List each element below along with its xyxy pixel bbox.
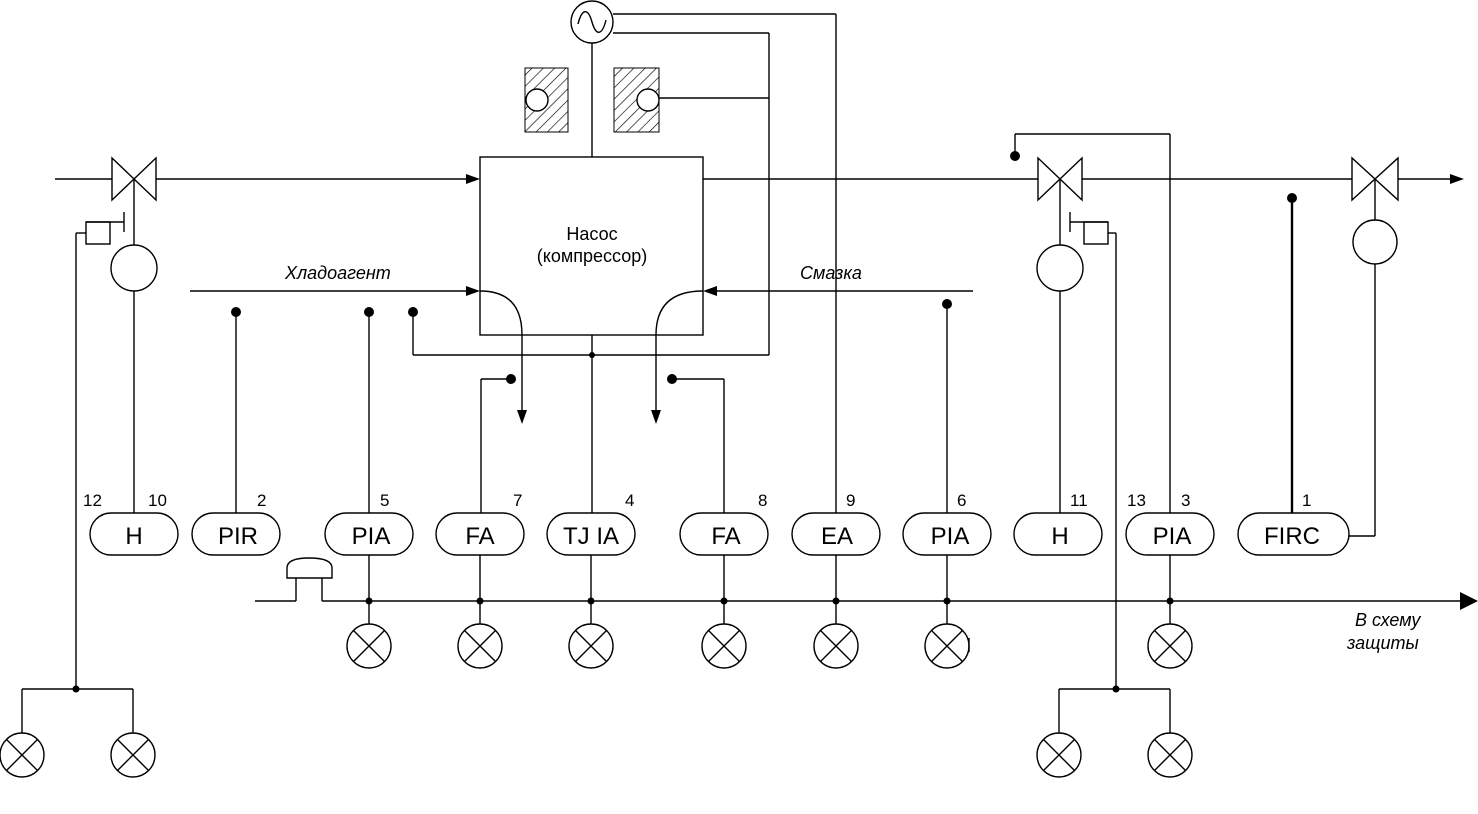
instrument-number: 11 [1070, 491, 1088, 510]
instrument-number: 9 [846, 491, 855, 510]
lamp-icon [813, 623, 859, 669]
output-label: В схему [1355, 610, 1421, 630]
instrument-number: 13 [1127, 491, 1146, 510]
sensor-lines [231, 299, 952, 513]
instrument-number: 3 [1181, 491, 1190, 510]
instrument-h-11: H 11 [1013, 491, 1103, 556]
instrument-number: 1 [1302, 491, 1311, 510]
output-sublabel: защиты [1346, 633, 1419, 653]
instrument-code: PIA [931, 523, 970, 550]
bearing-left [524, 67, 569, 133]
instrument-number: 7 [513, 491, 522, 510]
instrument-code: H [125, 523, 142, 550]
instrument-code: PIA [1153, 523, 1192, 550]
lamp-icon [701, 623, 747, 669]
instrument-number: 2 [257, 491, 266, 510]
lubricant-label: Смазка [800, 263, 862, 283]
control-valve-middle [1010, 133, 1171, 689]
lamp-row [346, 623, 1193, 669]
alarm-bus: В схему защиты [255, 555, 1478, 653]
instrument-code: FA [711, 523, 740, 550]
instrument-code: TJ IA [563, 523, 619, 550]
instrument-number: 6 [957, 491, 966, 510]
instrument-number: 12 [83, 491, 102, 510]
instrument-code: PIA [352, 523, 391, 550]
lubricant-line: Смазка [651, 263, 973, 424]
lamp-icon [346, 623, 392, 669]
instrument-fa-7: FA 7 [435, 491, 525, 556]
instrument-code: PIR [218, 523, 258, 550]
lamp-icon [110, 732, 156, 778]
pump-sublabel: (компрессор) [537, 246, 647, 266]
instrument-number: 4 [625, 491, 634, 510]
lamp-icon [1147, 623, 1193, 669]
pump-label: Насос [566, 224, 617, 244]
instrument-pia-13-3: PIA 13 3 [1125, 491, 1215, 556]
lamp-icon [0, 732, 45, 778]
instrument-code: EA [821, 523, 853, 550]
lamp-icon [1036, 732, 1082, 778]
main-pipeline [55, 174, 1464, 184]
lamp-icon [924, 623, 970, 669]
lamp-icon [457, 623, 503, 669]
lamp-icon [568, 623, 614, 669]
bearing-right [613, 67, 769, 133]
instrument-number: 8 [758, 491, 767, 510]
lamp-branch-left [0, 685, 156, 778]
instrument-h-12-10: H 12 10 [83, 491, 179, 556]
instrument-firc-1: FIRC 1 [1237, 491, 1350, 556]
lamp-icon [1147, 732, 1193, 778]
lamp-branch-right [1036, 685, 1193, 778]
instrument-number: 10 [148, 491, 167, 510]
refrigerant-label: Хладоагент [284, 263, 391, 283]
instrument-tjia-4: TJ IA 4 [546, 491, 636, 556]
instrument-code: H [1051, 523, 1068, 550]
pump-compressor: Насос (компрессор) [479, 43, 704, 336]
instrument-number: 5 [380, 491, 389, 510]
refrigerant-line: Хладоагент [190, 263, 527, 424]
motor [570, 0, 837, 513]
instrument-code: FIRC [1264, 523, 1320, 550]
instrument-code: FA [465, 523, 494, 550]
control-valve-left [75, 156, 158, 689]
control-valve-right [1287, 156, 1399, 537]
instrument-pir-2: PIR 2 [191, 491, 281, 556]
instrument-pia-5: PIA 5 [324, 491, 414, 556]
